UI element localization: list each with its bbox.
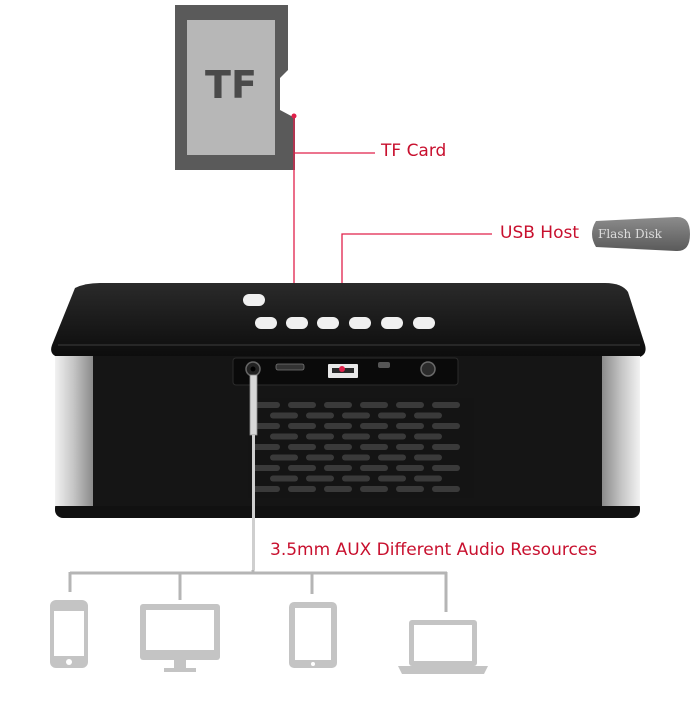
smartphone-icon bbox=[50, 600, 88, 668]
grille-slot bbox=[396, 402, 424, 408]
grille-slot bbox=[414, 412, 442, 419]
laptop-icon bbox=[398, 620, 488, 674]
grille-slot bbox=[252, 486, 280, 492]
grille-slot bbox=[324, 465, 352, 471]
grille-slot bbox=[306, 433, 334, 440]
grille-slot bbox=[306, 412, 334, 419]
top-buttons bbox=[243, 294, 435, 329]
desktop-monitor-icon bbox=[140, 604, 220, 672]
grille-slot bbox=[396, 465, 424, 471]
grille-slot bbox=[306, 454, 334, 461]
tf-card-line bbox=[293, 115, 375, 154]
usb-host-dot bbox=[339, 366, 345, 372]
grille-slot bbox=[378, 412, 406, 419]
tablet-icon bbox=[289, 602, 337, 668]
grille-slot bbox=[432, 465, 460, 471]
grille-slot bbox=[378, 433, 406, 440]
grille-slot bbox=[324, 444, 352, 450]
grille-slot bbox=[270, 475, 298, 482]
aux-cable bbox=[249, 374, 258, 570]
power-button bbox=[420, 361, 436, 377]
tf-card-icon: TF bbox=[175, 5, 295, 170]
grille-slot bbox=[252, 465, 280, 471]
tf-card-label: TF Card bbox=[381, 141, 447, 161]
usb-host-label: USB Host bbox=[500, 223, 580, 243]
aux-label: 3.5mm AUX Different Audio Resources bbox=[270, 540, 598, 560]
flash-disk-icon bbox=[592, 216, 690, 252]
grille-slot bbox=[432, 402, 460, 408]
grille-slot bbox=[432, 486, 460, 492]
grille-slot bbox=[288, 402, 316, 408]
grille-slots bbox=[252, 402, 460, 492]
grille-slot bbox=[360, 444, 388, 450]
grille-slot bbox=[288, 423, 316, 429]
grille-slot bbox=[414, 454, 442, 461]
flash-disk-label: Flash Disk bbox=[598, 227, 662, 241]
grille-slot bbox=[360, 465, 388, 471]
grille-slot bbox=[414, 433, 442, 440]
grille-slot bbox=[342, 412, 370, 419]
grille-slot bbox=[324, 486, 352, 492]
grille-slot bbox=[288, 486, 316, 492]
grille-slot bbox=[342, 475, 370, 482]
grille-slot bbox=[360, 402, 388, 408]
grille-slot bbox=[324, 423, 352, 429]
grille-slot bbox=[252, 423, 280, 429]
grille-slot bbox=[396, 444, 424, 450]
tf-slot bbox=[275, 363, 305, 371]
grille-slot bbox=[432, 423, 460, 429]
micro-usb-port bbox=[378, 362, 390, 368]
grille-slot bbox=[378, 475, 406, 482]
grille-slot bbox=[396, 486, 424, 492]
tf-card-dot bbox=[291, 113, 297, 119]
grille-slot bbox=[360, 423, 388, 429]
grille-slot bbox=[252, 444, 280, 450]
grille-slot bbox=[288, 444, 316, 450]
tf-card-icon-text: TF bbox=[205, 63, 257, 107]
grille-slot bbox=[342, 454, 370, 461]
grille-slot bbox=[414, 475, 442, 482]
grille-slot bbox=[252, 402, 280, 408]
grille-slot bbox=[324, 402, 352, 408]
grille-slot bbox=[342, 433, 370, 440]
grille-slot bbox=[396, 423, 424, 429]
grille-slot bbox=[270, 412, 298, 419]
grille-slot bbox=[306, 475, 334, 482]
grille-slot bbox=[432, 444, 460, 450]
grille-slot bbox=[288, 465, 316, 471]
grille-slot bbox=[270, 454, 298, 461]
grille-slot bbox=[360, 486, 388, 492]
device-connectors bbox=[68, 570, 448, 612]
grille-slot bbox=[378, 454, 406, 461]
grille-slot bbox=[270, 433, 298, 440]
